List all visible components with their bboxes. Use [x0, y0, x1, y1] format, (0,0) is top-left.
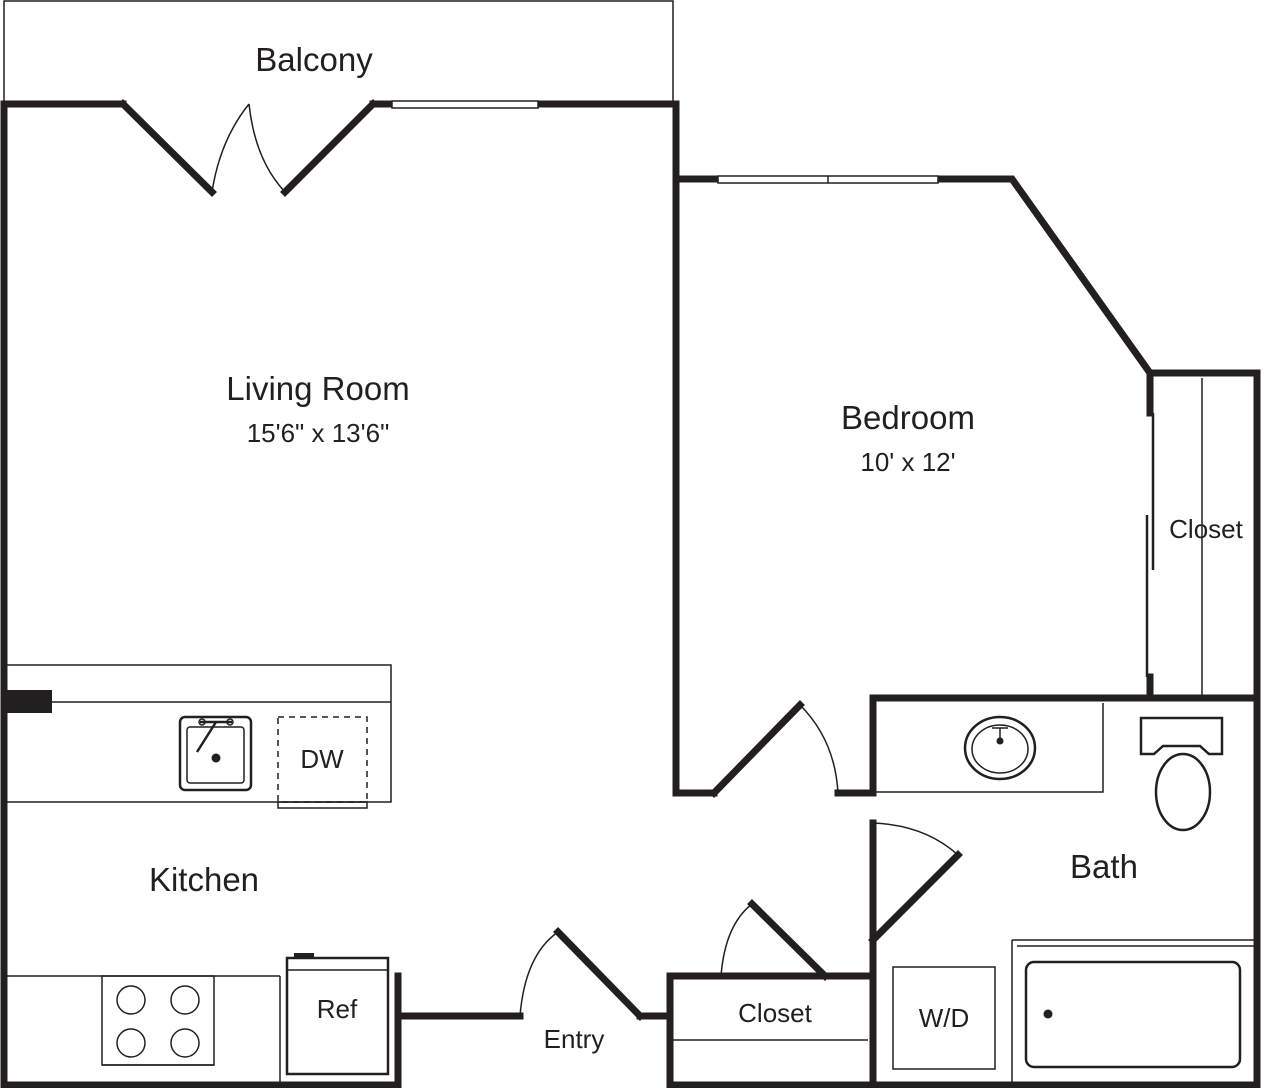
windows	[391, 100, 939, 184]
sink-icon	[178, 715, 253, 792]
bathtub-icon	[1011, 939, 1255, 1082]
angled-walls	[118, 99, 963, 1021]
balcony-area	[3, 0, 674, 104]
stove-icon	[101, 975, 215, 1066]
washer-dryer	[892, 966, 996, 1070]
door-swings	[211, 103, 959, 1017]
refrigerator	[285, 953, 390, 1076]
bath-label: Bath	[1070, 848, 1138, 885]
bath-sink-icon	[963, 715, 1037, 781]
entry-closet-label: Closet	[738, 998, 812, 1028]
kitchen-label: Kitchen	[149, 861, 259, 898]
bedroom-dimensions: 10' x 12'	[860, 447, 955, 477]
bath-fixtures	[876, 703, 1255, 1082]
bedroom-closet-doors	[1145, 378, 1203, 698]
exterior-walls	[0, 100, 1261, 1088]
dishwasher-label: DW	[300, 744, 344, 774]
dishwasher	[277, 716, 368, 809]
refrigerator-label: Ref	[317, 994, 358, 1024]
kitchen-bottom-counter	[6, 953, 390, 1082]
kitchen-counter	[4, 664, 392, 809]
living-room-label: Living Room	[226, 370, 409, 407]
bedroom-closet-label: Closet	[1169, 514, 1243, 544]
toilet-icon	[1139, 716, 1224, 832]
bedroom-label: Bedroom	[841, 399, 975, 436]
living-room-dimensions: 15'6" x 13'6"	[247, 418, 390, 448]
washer-dryer-label: W/D	[919, 1003, 970, 1033]
balcony-label: Balcony	[255, 41, 373, 78]
entry-label: Entry	[544, 1024, 605, 1054]
